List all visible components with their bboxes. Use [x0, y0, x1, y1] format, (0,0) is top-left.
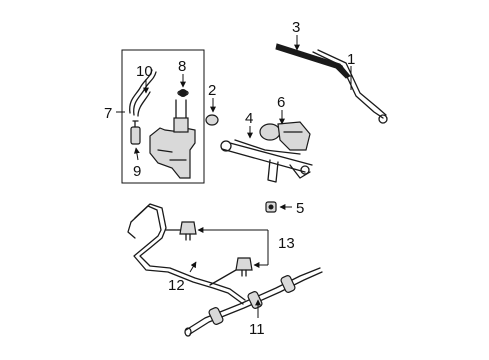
wiper-motor: [259, 121, 311, 151]
callout-2: 2: [208, 82, 216, 99]
callout-12: 12: [168, 277, 185, 294]
callout-5: 5: [296, 200, 304, 217]
wiper-arm: [312, 49, 388, 124]
reservoir-group-box: [121, 49, 205, 184]
wiper-linkage: [220, 139, 313, 183]
callout-13: 13: [278, 235, 295, 252]
callout-8: 8: [178, 58, 186, 75]
callout-6: 6: [277, 94, 285, 111]
callout-11: 11: [249, 321, 265, 338]
washer-pump: [130, 120, 141, 145]
nozzle-clip: [265, 201, 277, 213]
wiper-blade: [275, 43, 351, 79]
callout-3: 3: [292, 19, 300, 36]
leader-lines: [116, 35, 352, 318]
washer-nozzle-lower: [235, 257, 253, 277]
filler-cap: [205, 114, 219, 126]
callout-7: 7: [104, 105, 112, 122]
washer-reservoir: [149, 99, 196, 179]
washer-nozzle-upper: [179, 221, 197, 241]
reservoir-cap: [177, 89, 189, 97]
nozzle-hose: [127, 203, 246, 305]
callout-4: 4: [245, 110, 253, 127]
callout-9: 9: [133, 163, 141, 180]
callout-10: 10: [136, 63, 153, 80]
callout-1: 1: [347, 51, 355, 68]
